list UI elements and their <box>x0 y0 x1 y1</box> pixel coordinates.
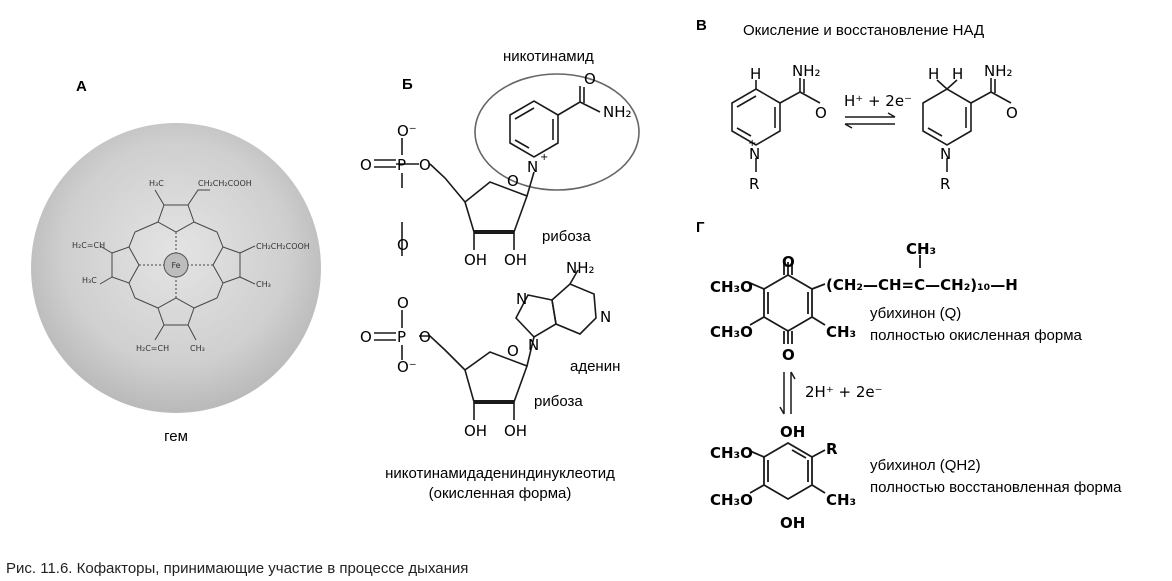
nad-ox-h: H <box>750 65 761 83</box>
heme-ch3-right: CH₃ <box>256 280 271 289</box>
nad-red-o: O <box>1006 104 1018 122</box>
nad-red-h-right: H <box>952 65 963 83</box>
panel-a: А <box>31 78 321 445</box>
nad-red-h-left: H <box>928 65 939 83</box>
panel-g-letter: Г <box>696 219 705 236</box>
ubiquinol-ch3: CH₃ <box>826 491 856 509</box>
adenine-n7: N <box>516 290 527 308</box>
panel-b-letter: Б <box>402 76 413 93</box>
heme-ch3-bottom: CH₃ <box>190 344 205 353</box>
phosphate2-o-double: O <box>360 328 372 346</box>
nad-bonds <box>374 86 601 420</box>
ubiquinone-ch3o-top: CH₃O <box>710 278 753 296</box>
nad-redox-arrow-label: H⁺ + 2e⁻ <box>844 92 912 110</box>
panel-v-letter: В <box>696 17 707 34</box>
nad-oxidized-ring <box>731 78 821 172</box>
ubiquinone-ring <box>749 255 921 344</box>
phosphate1-o-double: O <box>360 156 372 174</box>
ribose2-label: рибоза <box>534 393 583 410</box>
nad-plus-sign: + <box>540 152 548 163</box>
adenine-n1: N <box>600 308 611 326</box>
phosphate2-p: P <box>397 328 406 346</box>
phosphate2-o-top: O <box>397 294 409 312</box>
heme-propionate-right: CH₂CH₂COOH <box>256 242 310 251</box>
panel-g: Г O O CH₃O CH₃O CH₃ CH₃ (CH₂—CH=C—CH₂)₁₀… <box>696 219 1122 532</box>
heme-fe: Fe <box>171 261 180 270</box>
ubiquinone-ch3: CH₃ <box>826 323 856 341</box>
quinone-redox-arrows <box>779 371 796 415</box>
panel-b: Б никотинамид <box>360 48 640 502</box>
nad-carbonyl-o: O <box>584 70 596 88</box>
nicotinamide-highlight <box>474 73 640 191</box>
figure-caption: Рис. 11.6. Кофакторы, принимающие участи… <box>6 560 469 577</box>
nad-ox-r: R <box>749 175 759 193</box>
heme-vinyl-left: H₂C=CH <box>72 241 105 250</box>
adenine-nh2: NH₂ <box>566 259 595 277</box>
ubiquinone-side-ch3: CH₃ <box>906 240 936 258</box>
ubiquinol-ring <box>749 441 826 501</box>
heme-h3c-top: H₃C <box>149 179 164 188</box>
ubiquinone-form: полностью окисленная форма <box>870 327 1083 344</box>
ribose2-oh-left: OH <box>464 422 487 440</box>
nad-red-nh2: NH₂ <box>984 62 1013 80</box>
ubiquinol-form: полностью восстановленная форма <box>870 479 1122 496</box>
phosphate2-o-minus: O⁻ <box>397 358 417 376</box>
panel-a-letter: А <box>76 78 87 95</box>
ubiquinone-ch3o-bottom: CH₃O <box>710 323 753 341</box>
ribose1-oh-right: OH <box>504 251 527 269</box>
pyrophosphate-o-bridge: O <box>397 236 409 254</box>
ribose1-label: рибоза <box>542 228 591 245</box>
ubiquinol-label: убихинол (QH2) <box>870 457 981 474</box>
ubiquinol-r: R <box>826 440 838 458</box>
ubiquinol-ch3o-bottom: CH₃O <box>710 491 753 509</box>
ubiquinone-label: убихинон (Q) <box>870 305 961 322</box>
ubiquinone-o-bottom: O <box>782 346 795 364</box>
nicotinamide-label: никотинамид <box>503 48 594 65</box>
adenine-label: аденин <box>570 358 620 375</box>
nad-reduced-ring <box>922 78 1012 172</box>
ribose1-oh-left: OH <box>464 251 487 269</box>
phosphate1-p: P <box>397 156 406 174</box>
nad-red-r: R <box>940 175 950 193</box>
nad-ox-n: N <box>749 145 760 163</box>
nad-name-line1: никотинамидадениндинуклеотид <box>385 465 615 482</box>
nad-redox-title: Окисление и восстановление НАД <box>743 22 984 39</box>
adenine-n9: N <box>528 336 539 354</box>
ribose1-ring-o: O <box>507 172 519 190</box>
ubiquinone-isoprenoid-chain: (CH₂—CH=C—CH₂)₁₀—H <box>826 276 1018 294</box>
heme-name: гем <box>164 428 188 445</box>
phosphate2-o-ester: O <box>419 328 431 346</box>
nad-ox-o: O <box>815 104 827 122</box>
nad-amide-nh2: NH₂ <box>603 103 632 121</box>
heme-h3c-left: H₃C <box>82 276 97 285</box>
panel-v: В Окисление и восстановление НАД H NH₂ O… <box>696 17 1018 193</box>
ubiquinol-oh-bottom: OH <box>780 514 805 532</box>
phosphate1-o-ester: O <box>419 156 431 174</box>
nad-ox-plus: + <box>748 138 756 149</box>
nad-name-line2: (окисленная форма) <box>429 485 572 502</box>
phosphate1-o-minus: O⁻ <box>397 122 417 140</box>
nad-red-n: N <box>940 145 951 163</box>
heme-propionate-top: CH₂CH₂COOH <box>198 179 252 188</box>
ubiquinone-o-top: O <box>782 253 795 271</box>
ubiquinol-oh-top: OH <box>780 423 805 441</box>
heme-structure <box>99 189 256 341</box>
nad-ox-nh2: NH₂ <box>792 62 821 80</box>
nad-redox-arrows <box>844 112 896 129</box>
ribose2-ring-o: O <box>507 342 519 360</box>
heme-vinyl-bottom: H₂C=CH <box>136 344 169 353</box>
figure-canvas: А <box>31 17 1122 532</box>
ubiquinol-ch3o-top: CH₃O <box>710 444 753 462</box>
ribose2-oh-right: OH <box>504 422 527 440</box>
quinone-redox-label: 2H⁺ + 2e⁻ <box>805 383 883 401</box>
nad-pyridinium-n: N <box>527 158 538 176</box>
